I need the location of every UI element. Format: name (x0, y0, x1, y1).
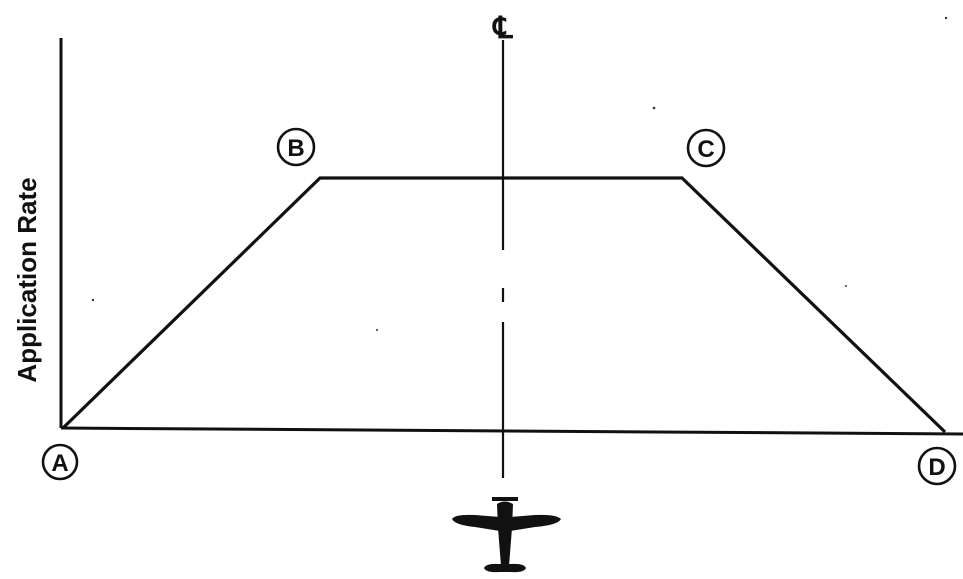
scan-speck (652, 106, 656, 110)
scan-speck (91, 298, 95, 302)
point-d-marker: D (917, 446, 957, 486)
wings-shape (452, 514, 561, 531)
scan-speck (376, 329, 378, 331)
deposition-profile (61, 176, 947, 434)
point-a-label: A (51, 450, 68, 477)
fuselage-shape (497, 501, 513, 566)
tailplane-shape (484, 563, 526, 573)
point-d-circle (917, 446, 957, 486)
point-c-circle (686, 128, 726, 168)
point-b-circle (276, 127, 316, 167)
point-a-marker: A (41, 443, 79, 481)
x-axis (60, 426, 963, 436)
point-b-label: B (287, 135, 304, 162)
point-a-circle (41, 443, 79, 481)
airplane-top-view-icon (452, 497, 561, 573)
point-c-marker: C (686, 128, 726, 168)
centerline-symbol: ℄ (491, 12, 513, 45)
y-axis-label: Application Rate (12, 177, 42, 382)
point-c-label: C (697, 136, 714, 163)
scan-speck (845, 285, 847, 287)
propeller-icon (492, 497, 518, 501)
point-b-marker: B (276, 127, 316, 167)
scan-speck (944, 16, 948, 20)
point-d-label: D (928, 454, 945, 481)
